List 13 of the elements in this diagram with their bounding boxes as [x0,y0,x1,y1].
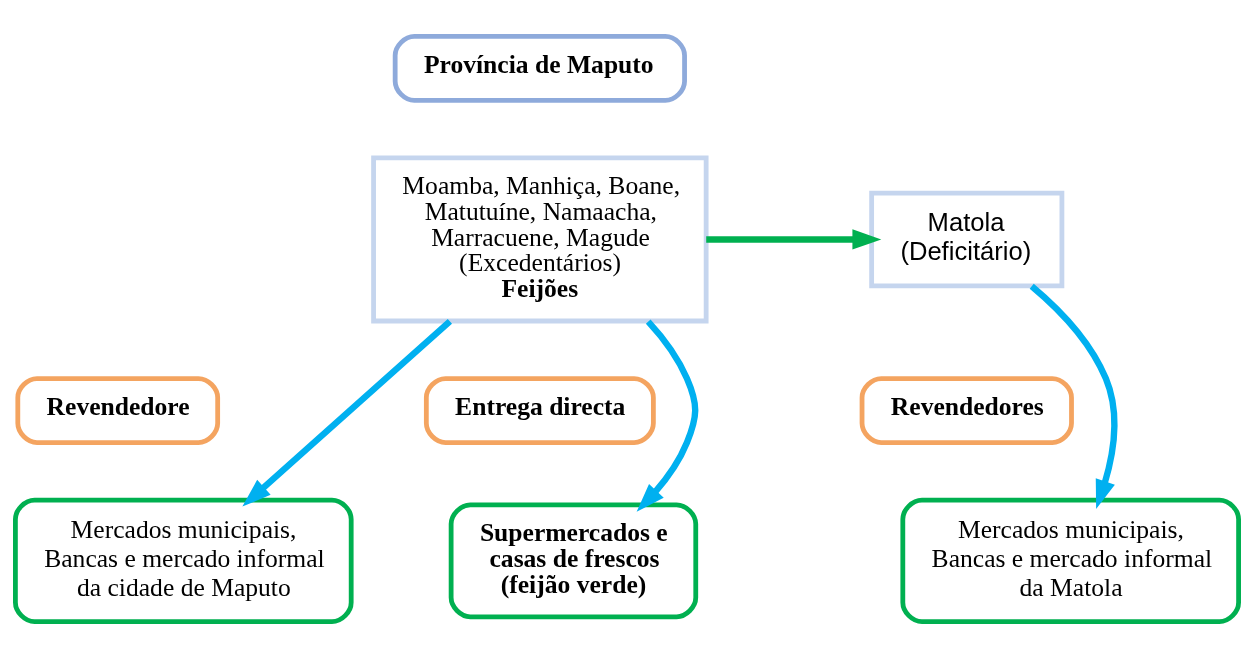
arrow [242,318,452,506]
node-box: Província de Maputo [392,33,687,103]
arrow [636,319,699,512]
node-box: Mercados municipais, Bancas e mercado informal da Matola [900,497,1241,624]
arrow [1029,283,1118,509]
node-box: Supermercados e casas de frescos (feijão verde) [448,502,699,619]
node-box: Entrega directa [423,375,656,445]
node-box: Revendedore [15,375,221,445]
node-box: Matola (Deficitário) [869,190,1065,288]
arrow [706,228,882,250]
node-box: Revendedores [859,375,1074,445]
node-box: Mercados municipais, Bancas e mercado informal da cidade de Maputo [13,497,354,624]
node-box: Moamba, Manhiça, Boane, Matutuíne, Namaacha, Marracuene, Magude (Excedentários) Feijões [371,155,709,323]
